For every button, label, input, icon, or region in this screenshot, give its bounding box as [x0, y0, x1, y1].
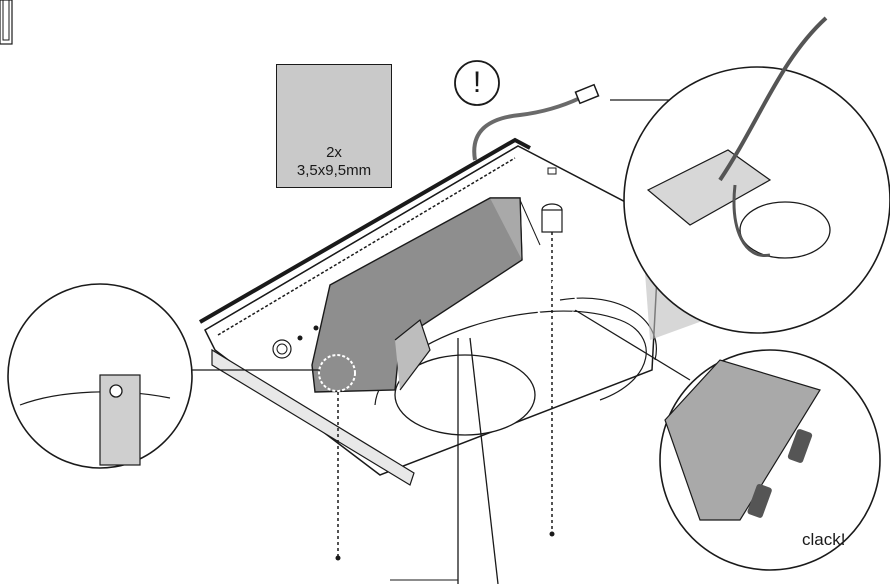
leader-clip	[574, 309, 691, 381]
warning-symbol: !	[472, 66, 482, 99]
magnifier-screw	[7, 283, 193, 469]
page-corner-inner	[2, 0, 10, 41]
detail-marker-right	[535, 281, 577, 323]
screw-quantity: 2x	[326, 144, 342, 161]
detail-marker-left	[318, 354, 356, 392]
screw-spec-panel: 2x 3,5x9,5mm	[276, 64, 392, 188]
cable	[472, 83, 600, 161]
air-duct	[311, 197, 541, 393]
warning-icon	[454, 60, 500, 106]
clack-callout: clack!	[802, 530, 846, 549]
magnifier-cable	[623, 16, 890, 334]
page-corner-mark	[0, 0, 13, 45]
cable-connector-icon	[574, 83, 600, 105]
leader-bottom-b	[469, 337, 499, 584]
screw-size: 3,5x9,5mm	[296, 162, 372, 179]
magnifier-clip	[659, 349, 881, 571]
